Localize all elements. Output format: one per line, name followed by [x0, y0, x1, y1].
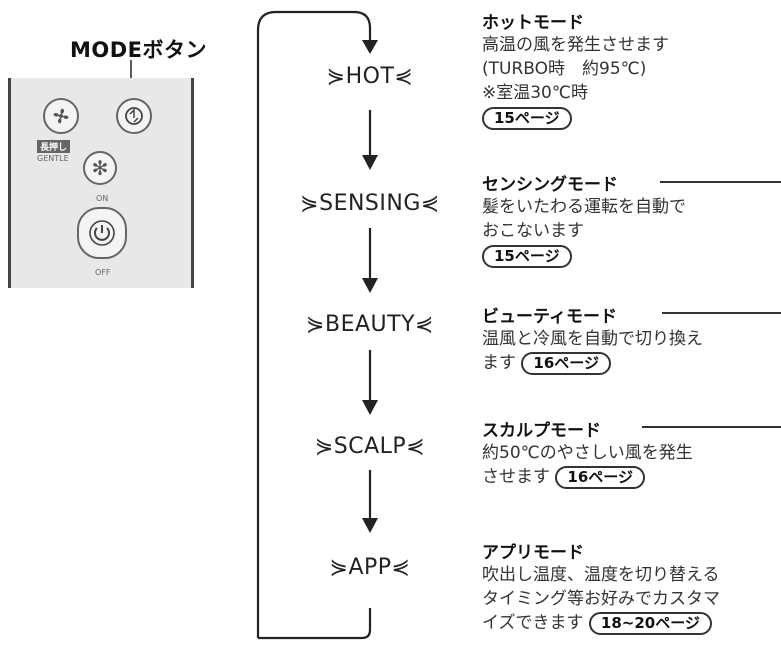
- sparkle-left-icon: ⋟: [314, 434, 334, 459]
- cycle-icon: [125, 107, 143, 125]
- page-reference[interactable]: 16ページ: [521, 352, 611, 375]
- mode-line: タイミング等お好みでカスタマ: [482, 589, 720, 609]
- sparkle-left-icon: ⋟: [306, 312, 325, 337]
- flow-step-app: ⋟APP⋞: [280, 555, 460, 580]
- mode-desc-sensing: センシングモード 髪をいたわる運転を自動で おこないます 15ページ: [482, 170, 778, 268]
- mode-title: アプリモード: [482, 543, 584, 563]
- power-button[interactable]: [77, 207, 127, 259]
- mode-line-with-page: させます 16ページ: [482, 465, 778, 489]
- power-icon: [89, 220, 115, 246]
- page-reference[interactable]: 18~20ページ: [588, 612, 712, 635]
- mode-line: 高温の風を発生させます: [482, 35, 669, 55]
- page-reference[interactable]: 15ページ: [482, 245, 572, 268]
- mode-line: (TURBO時 約95℃): [482, 59, 647, 79]
- mode-title: センシングモード: [482, 175, 618, 195]
- mode-line: させます: [482, 467, 550, 487]
- on-label: ON: [96, 194, 109, 203]
- mode-title: スカルプモード: [482, 421, 601, 441]
- flow-step-hot: ⋟HOT⋞: [280, 64, 460, 89]
- sparkle-left-icon: ⋟: [329, 555, 349, 580]
- long-press-tag: 長押し: [37, 140, 71, 153]
- sparkle-left-icon: ⋟: [300, 191, 320, 216]
- step-label: BEAUTY: [324, 312, 416, 337]
- page-reference[interactable]: 15ページ: [482, 107, 572, 130]
- mode-button-caption: MODEボタン: [70, 38, 208, 62]
- mode-title: ホットモード: [482, 13, 584, 33]
- mode-line: 約50℃のやさしい風を発生: [482, 443, 693, 463]
- mode-line: ます: [482, 353, 516, 373]
- sparkle-left-icon: ⋟: [326, 64, 346, 89]
- fan-button[interactable]: [43, 98, 79, 134]
- sparkle-right-icon: ⋞: [394, 64, 414, 89]
- mode-line: 温風と冷風を自動で切り換え: [482, 329, 703, 349]
- sparkle-right-icon: ⋞: [420, 191, 440, 216]
- mode-line-with-page: イズできます 18~20ページ: [482, 611, 780, 635]
- page-reference[interactable]: 16ページ: [555, 466, 645, 489]
- mode-button[interactable]: [116, 98, 152, 134]
- flow-step-sensing: ⋟SENSING⋞: [255, 191, 485, 216]
- off-label: OFF: [95, 268, 111, 277]
- step-label: SCALP: [333, 434, 407, 459]
- flow-step-scalp: ⋟SCALP⋞: [270, 434, 470, 459]
- mode-line: イズできます: [482, 613, 584, 633]
- mode-desc-hot: ホットモード 高温の風を発生させます (TURBO時 約95℃) ※室温30℃時…: [482, 8, 778, 130]
- sparkle-right-icon: ⋞: [391, 555, 411, 580]
- mode-line: 髪をいたわる運転を自動で: [482, 197, 686, 217]
- cool-button[interactable]: ✻: [83, 151, 117, 185]
- step-label: APP: [348, 555, 392, 580]
- step-label: HOT: [345, 64, 395, 89]
- mode-desc-app: アプリモード 吹出し温度、温度を切り替える タイミング等お好みでカスタマ イズで…: [482, 538, 780, 635]
- mode-line: ※室温30℃時: [482, 83, 588, 103]
- mode-line: 吹出し温度、温度を切り替える: [482, 565, 720, 585]
- mode-line-with-page: ます 16ページ: [482, 351, 778, 375]
- sparkle-right-icon: ⋞: [415, 312, 434, 337]
- sparkle-right-icon: ⋞: [406, 434, 426, 459]
- mode-desc-beauty: ビューティモード 温風と冷風を自動で切り換え ます 16ページ: [482, 302, 778, 375]
- snowflake-icon: ✻: [91, 156, 109, 180]
- flow-step-beauty: ⋟BEAUTY⋞: [265, 312, 475, 337]
- remote-control: 長押し GENTLE ✻ ON OFF: [8, 78, 194, 288]
- fan-icon: [53, 108, 69, 124]
- mode-desc-scalp: スカルプモード 約50℃のやさしい風を発生 させます 16ページ: [482, 416, 778, 489]
- mode-title: ビューティモード: [482, 307, 617, 327]
- mode-line: おこないます: [482, 221, 584, 241]
- step-label: SENSING: [319, 191, 421, 216]
- gentle-label: GENTLE: [37, 154, 69, 163]
